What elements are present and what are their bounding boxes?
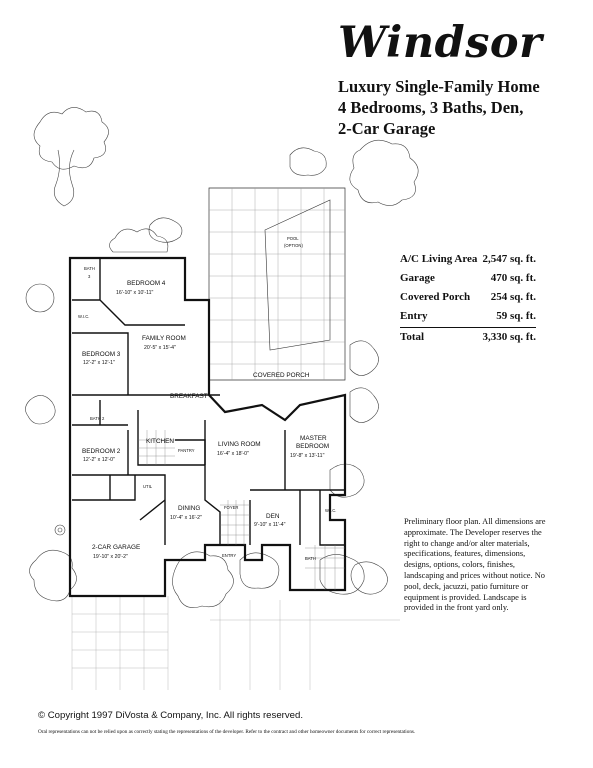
bedroom-4-name: BEDROOM 4 <box>127 280 166 287</box>
bath-top-label: BATH <box>84 266 95 271</box>
bath-master-name: BATH <box>305 556 316 561</box>
area-label: A/C Living Area <box>400 253 478 265</box>
bath-2-name: BATH 2 <box>90 416 105 421</box>
wic-left-label: W.I.C. <box>78 314 89 319</box>
area-row-garage: Garage 470 sq. ft. <box>400 269 536 288</box>
wic-right-label: W.I.C. <box>325 508 336 513</box>
master-bedroom-name: MASTER <box>300 435 327 442</box>
driveway-walkway <box>71 596 400 690</box>
model-name-title: Windsor <box>338 18 543 68</box>
legal-disclaimer: Oral representations can not be relied u… <box>38 729 416 735</box>
kitchen-name: KITCHEN <box>146 438 174 445</box>
pool-option: (OPTION) <box>284 243 303 248</box>
den-name: DEN <box>266 513 280 520</box>
dining-name: DINING <box>178 505 200 512</box>
bath-top-number: 3 <box>88 274 91 279</box>
subtitle-line-2: 4 Bedrooms, 3 Baths, Den, <box>338 98 524 117</box>
area-row-porch: Covered Porch 254 sq. ft. <box>400 288 536 307</box>
area-label: Entry <box>400 310 428 322</box>
dining-dims: 10'-4" x 16'-2" <box>170 515 202 521</box>
exterior-walls <box>68 256 347 598</box>
area-label: Covered Porch <box>400 291 471 303</box>
subtitle-line-3: 2-Car Garage <box>338 119 436 138</box>
area-row-living: A/C Living Area 2,547 sq. ft. <box>400 250 536 269</box>
garage-dims: 19'-10" x 20'-2" <box>93 554 128 560</box>
bedroom-3-name: BEDROOM 3 <box>82 351 121 358</box>
master-bedroom-dims: 19'-8" x 13'-11" <box>290 453 325 459</box>
living-room-dims: 16'-4" x 18'-0" <box>217 451 249 457</box>
breakfast-name: BREAKFAST <box>170 393 208 400</box>
subtitle-line-1: Luxury Single-Family Home <box>338 77 540 96</box>
covered-porch-name: COVERED PORCH <box>253 372 310 379</box>
room-labels: BATH 3 BEDROOM 4 16'-10" x 10'-11" W.I.C… <box>78 236 336 561</box>
den-dims: 9'-10" x 11'-4" <box>254 522 286 528</box>
area-label: Garage <box>400 272 435 284</box>
area-value: 2,547 sq. ft. <box>482 253 536 265</box>
area-row-total: Total 3,330 sq. ft. <box>400 327 536 347</box>
pool-name: POOL <box>287 236 299 241</box>
copyright-notice: © Copyright 1997 DiVosta & Company, Inc.… <box>38 710 303 721</box>
foyer-name: FOYER <box>224 505 238 510</box>
preliminary-plan-notice: Preliminary floor plan. All dimensions a… <box>404 517 546 613</box>
family-room-dims: 20'-5" x 15'-4" <box>144 345 176 351</box>
bedroom-4-dims: 16'-10" x 10'-11" <box>116 290 153 296</box>
tile-hatch <box>138 430 345 590</box>
area-label: Total <box>400 331 425 343</box>
bedroom-3-dims: 12'-2" x 12'-1" <box>83 360 115 366</box>
living-room-name: LIVING ROOM <box>218 441 261 448</box>
area-value: 3,330 sq. ft. <box>482 331 536 343</box>
garage-name: 2-CAR GARAGE <box>92 544 140 551</box>
area-value: 254 sq. ft. <box>490 291 536 303</box>
area-row-entry: Entry 59 sq. ft. <box>400 307 536 326</box>
pantry-name: PANTRY <box>178 448 195 453</box>
bedroom-2-name: BEDROOM 2 <box>82 448 121 455</box>
util-name: UTIL <box>143 484 153 489</box>
bedroom-2-dims: 12'-2" x 12'-0" <box>83 457 115 463</box>
entry-name: ENTRY <box>222 553 236 558</box>
area-value: 470 sq. ft. <box>490 272 536 284</box>
area-value: 59 sq. ft. <box>496 310 536 322</box>
master-bedroom-name-2: BEDROOM <box>296 443 329 450</box>
pool-deck-grid <box>208 187 346 381</box>
square-footage-table: A/C Living Area 2,547 sq. ft. Garage 470… <box>400 250 536 347</box>
interior-walls <box>72 258 345 546</box>
home-description: Luxury Single-Family Home 4 Bedrooms, 3 … <box>338 76 588 139</box>
family-room-name: FAMILY ROOM <box>142 335 186 342</box>
